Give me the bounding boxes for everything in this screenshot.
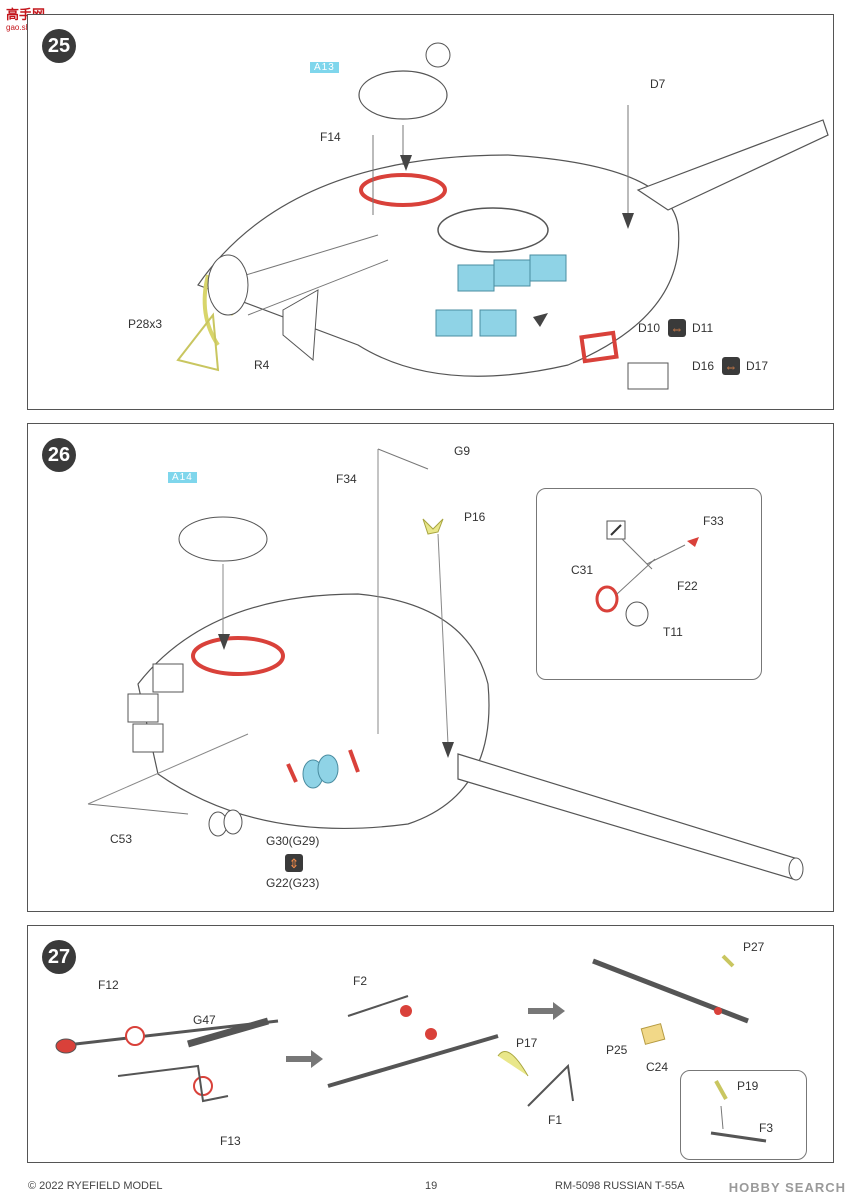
swap-icon: ⇕	[285, 854, 303, 872]
part-label-g22: G22(G23)	[266, 876, 320, 890]
part-label-p16: P16	[464, 510, 486, 524]
swap-icon: ⇔	[668, 319, 686, 337]
step-26-panel: 26 A14 G9 F34	[27, 423, 834, 912]
part-label-g9: G9	[454, 444, 471, 458]
part-label-d10: D10	[638, 321, 661, 335]
part-label-f3: F3	[759, 1121, 774, 1135]
inset-drawing	[595, 520, 699, 627]
brand-watermark: HOBBY SEARCH	[728, 1180, 846, 1195]
step-number: 26	[42, 438, 76, 472]
part-label-c53: C53	[110, 832, 133, 846]
step-25-drawing	[176, 42, 829, 390]
part-label-c24: C24	[646, 1060, 669, 1074]
inset-drawing	[710, 1080, 767, 1143]
part-label-f33: F33	[703, 514, 724, 528]
part-label-p27: P27	[743, 940, 765, 954]
part-label-p19: P19	[737, 1079, 759, 1093]
part-label-f14: F14	[320, 130, 341, 144]
step-25-panel: 25	[27, 14, 834, 410]
part-label-f13: F13	[220, 1134, 241, 1148]
part-label-p17: P17	[516, 1036, 538, 1050]
part-label-c31: C31	[571, 563, 594, 577]
highlight-part-label: A14	[168, 472, 197, 483]
detail-inset: F33 C31 F22 T11	[536, 488, 762, 680]
step-number: 27	[42, 940, 76, 974]
part-label-f2: F2	[353, 974, 368, 988]
part-label-g30: G30(G29)	[266, 834, 320, 848]
part-label-f22: F22	[677, 579, 698, 593]
part-label-p28: P28x3	[128, 317, 163, 331]
part-label-f1: F1	[548, 1113, 563, 1127]
highlight-part-label: A13	[310, 62, 339, 73]
part-label-d11: D11	[692, 321, 714, 335]
step-number: 25	[42, 29, 76, 63]
footer-page-number: 19	[425, 1180, 438, 1192]
part-label-p25: P25	[606, 1043, 628, 1057]
part-label-f12: F12	[98, 978, 119, 992]
detail-inset: P19 F3	[680, 1070, 807, 1160]
step-26-drawing	[87, 448, 804, 881]
footer-title: RM-5098 RUSSIAN T-55A	[555, 1180, 685, 1192]
part-label-g47: G47	[193, 1013, 216, 1027]
part-label-d7: D7	[650, 77, 666, 91]
part-label-f34: F34	[336, 472, 357, 486]
step-27-panel: 27 F12 G47 F13 F2 P17 F1 P27 P25 C24	[27, 925, 834, 1163]
part-label-d17: D17	[746, 359, 769, 373]
swap-icon: ⇔	[722, 357, 740, 375]
footer-copyright: © 2022 RYEFIELD MODEL	[28, 1180, 163, 1192]
part-label-d16: D16	[692, 359, 715, 373]
step-27-drawing	[55, 954, 749, 1107]
part-label-r4: R4	[254, 358, 270, 372]
part-label-t11: T11	[663, 625, 683, 639]
